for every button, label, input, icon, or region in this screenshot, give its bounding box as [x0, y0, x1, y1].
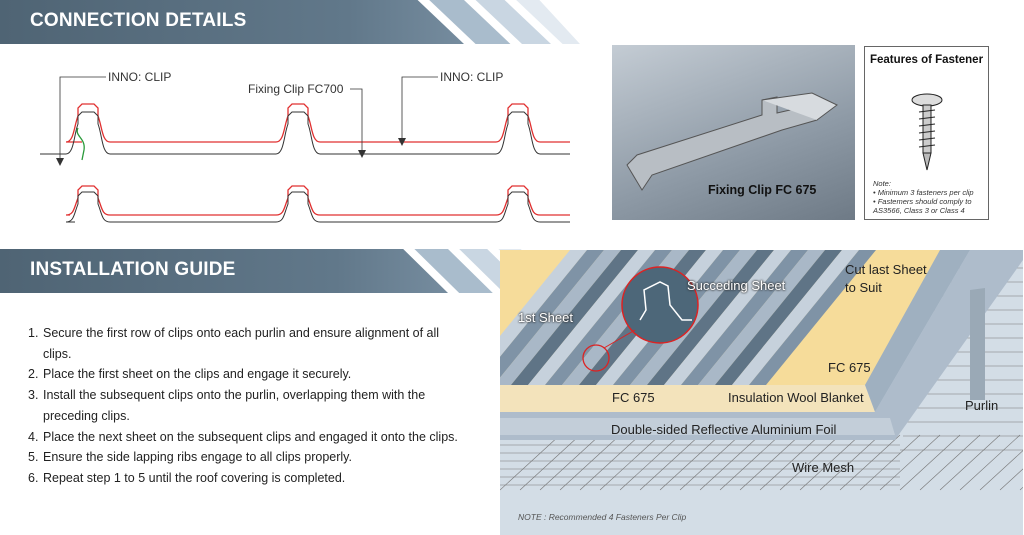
sheet-profile-red [65, 103, 570, 143]
first-sheet-label: 1st Sheet [518, 310, 573, 325]
step-item: 2.Place the first sheet on the clips and… [28, 367, 352, 382]
wire-mesh-line [1019, 486, 1023, 491]
connection-details-header: CONNECTION DETAILS [0, 0, 580, 44]
wire-mesh-line [699, 434, 761, 491]
wire-mesh-line [859, 434, 921, 491]
roof-note: NOTE : Recommended 4 Fasteners Per Clip [518, 512, 687, 522]
note-item: • Minimum 3 fasteners per clip [873, 188, 974, 197]
insulation-label: Insulation Wool Blanket [728, 390, 864, 405]
roof-sheet-stripe [732, 250, 859, 385]
wire-mesh-line [619, 434, 681, 491]
wire-mesh-line [500, 434, 561, 491]
wire-mesh-line [659, 434, 721, 491]
purlin-label: Purlin [965, 398, 999, 413]
magnified-clip-detail [621, 266, 699, 344]
wire-mesh-line [739, 434, 801, 491]
wire-mesh-line [779, 434, 841, 491]
wire-mesh-line [819, 434, 881, 491]
connection-profile-diagram [40, 76, 570, 223]
step-item: 6.Repeat step 1 to 5 until the roof cove… [28, 470, 346, 485]
sheet-profile-dark-2 [65, 191, 570, 223]
fc675-label: FC 675 [612, 390, 655, 405]
leader-line [350, 88, 363, 154]
roof-sheet-stripe [647, 250, 774, 385]
roof-sheet-stripe [715, 250, 842, 385]
fastener-features-box: Features of Fastener Note:• Minimum 3 fa… [864, 46, 989, 220]
leader-line [401, 76, 438, 142]
wire-mesh-line [799, 434, 861, 491]
roof-sheet-stripe [511, 250, 638, 385]
fastener-title: Features of Fastener [869, 54, 984, 66]
fc675-label: FC 675 [828, 360, 871, 375]
step-item: 1.Secure the first row of clips onto eac… [28, 326, 440, 361]
note-heading: Note: [873, 179, 891, 188]
inno-clip-label: INNO: CLIP [440, 70, 504, 84]
screw-icon [911, 93, 943, 171]
roof-installation-illustration: 1st Sheet Succeding Sheet Cut last Sheet… [500, 250, 1023, 535]
foil-label: Double-sided Reflective Aluminium Foil [611, 422, 837, 437]
wire-mesh-line [559, 434, 621, 491]
wire-mesh-line [759, 434, 821, 491]
wire-mesh-line [939, 434, 1001, 491]
wire-mesh-line [579, 434, 641, 491]
roof-sheet-stripe [500, 250, 621, 385]
step-item: 5.Ensure the side lapping ribs engage to… [28, 450, 352, 465]
roof-sheet-stripe [681, 250, 808, 385]
wire-mesh-line [639, 434, 701, 491]
photo-caption: Fixing Clip FC 675 [708, 183, 817, 197]
wire-mesh-line [599, 434, 661, 491]
step-item: 3.Install the subsequent clips onto the … [28, 388, 426, 423]
wire-mesh-line [539, 434, 601, 491]
step-item: 4.Place the next sheet on the subsequent… [28, 429, 458, 444]
section-title: CONNECTION DETAILS [30, 10, 247, 31]
fixing-clip-label: Fixing Clip FC700 [248, 82, 344, 96]
succeeding-sheet-label: Succeding Sheet [687, 278, 786, 293]
cut-last-sheet-label-2: to Suit [845, 280, 882, 295]
note-item: • Fastemers should comply to AS3566, Cla… [873, 197, 972, 215]
wire-mesh-line [679, 434, 741, 491]
sheet-profile-dark [40, 111, 570, 155]
roof-sheet-stripe [664, 250, 791, 385]
installation-guide-header: INSTALLATION GUIDE [0, 249, 560, 293]
cut-last-sheet-label: Cut last Sheet [845, 262, 927, 277]
roof-sheet-stripe [528, 250, 655, 385]
wire-mesh-line [899, 434, 961, 491]
wire-mesh-line [719, 434, 781, 491]
wire-mesh-line [999, 468, 1023, 491]
roof-sheet-stripe [749, 250, 876, 385]
wire-mesh-line [959, 434, 1021, 491]
wire-mesh-label: Wire Mesh [792, 460, 855, 475]
wire-mesh-line [839, 434, 901, 491]
installation-steps: 1.Secure the first row of clips onto eac… [28, 323, 468, 489]
section-title: INSTALLATION GUIDE [30, 259, 236, 280]
roof-sheet-stripe [698, 250, 825, 385]
leader-line [59, 76, 106, 163]
wire-mesh-line [519, 434, 581, 491]
wire-mesh-line [979, 450, 1023, 491]
roof-sheet-stripe [500, 250, 604, 378]
sheet-profile-red-2 [65, 185, 570, 216]
inno-clip-label: INNO: CLIP [108, 70, 172, 84]
wire-mesh-line [879, 434, 941, 491]
clip-green [76, 127, 85, 161]
fixing-clip-photo: Fixing Clip FC 675 [612, 45, 855, 220]
wire-mesh-line [919, 434, 981, 491]
